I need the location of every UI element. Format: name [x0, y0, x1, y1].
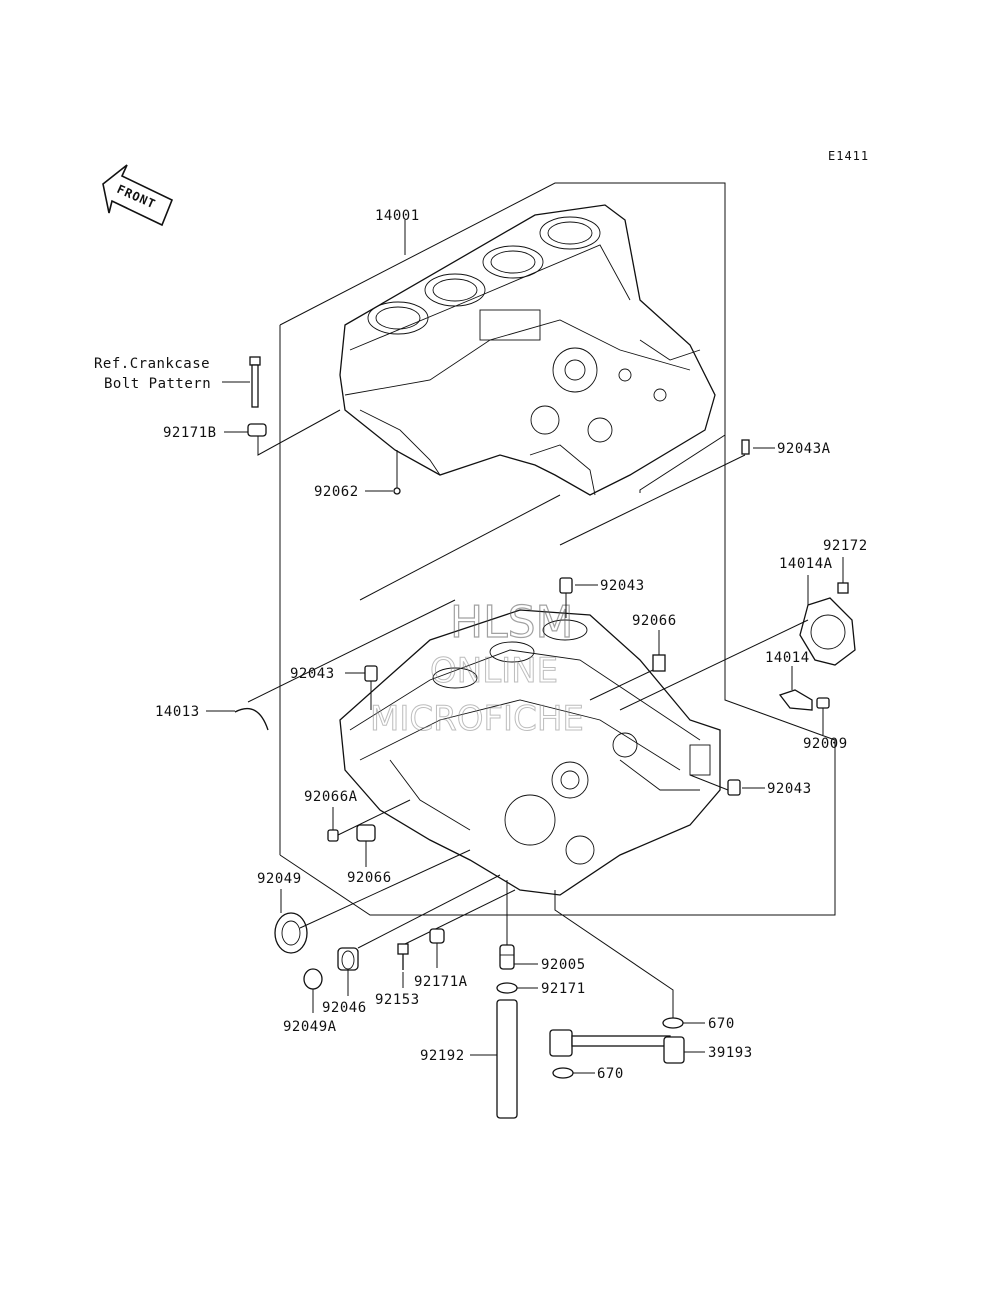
lead-92171B-case — [257, 409, 341, 456]
lead-670-top-case — [554, 890, 674, 1018]
part-14013-bearing — [234, 707, 269, 731]
crankcase-bolt — [249, 356, 261, 408]
diagram-code: E1411 — [828, 149, 869, 163]
part-92005-fitting — [499, 944, 515, 970]
label-39193: 39193 — [708, 1045, 753, 1061]
lead-92066-top-case — [589, 669, 654, 701]
part-670-oring-top — [662, 1017, 684, 1029]
part-92009-screw — [816, 697, 830, 709]
part-92171-clamp — [496, 982, 518, 994]
part-92066A-plug — [327, 829, 339, 842]
ref-note-line1: Ref.Crankcase — [94, 356, 210, 372]
part-92066-bottom-plug — [356, 824, 376, 842]
watermark-line3: MICROFICHE — [370, 699, 584, 739]
lead-92046-case — [357, 874, 501, 949]
part-39193-pipe — [549, 1029, 685, 1064]
label-670-bottom: 670 — [597, 1066, 624, 1082]
upper-crankcase — [339, 204, 716, 496]
label-92172: 92172 — [823, 538, 868, 554]
label-92043-left: 92043 — [290, 666, 335, 682]
front-arrow-icon: FRONT — [102, 164, 174, 227]
watermark-line1: HLSM — [450, 597, 574, 648]
label-92049A: 92049A — [283, 1019, 337, 1035]
label-14001: 14001 — [375, 208, 420, 224]
part-92049-oil-seal — [274, 912, 308, 954]
part-670-oring-bottom — [552, 1067, 574, 1079]
label-92192: 92192 — [420, 1048, 465, 1064]
part-14014A-cover — [799, 597, 856, 666]
lead-14014A-case — [619, 619, 809, 711]
part-92192-hose — [496, 999, 518, 1119]
lower-case-bracket — [279, 435, 836, 916]
label-92049: 92049 — [257, 871, 302, 887]
label-670-top: 670 — [708, 1016, 735, 1032]
label-92066-bottom: 92066 — [347, 870, 392, 886]
watermark-line2: ONLINE — [430, 651, 558, 691]
lead-92153-case — [404, 889, 516, 945]
lead-92049-case — [299, 849, 471, 929]
label-92062: 92062 — [314, 484, 359, 500]
label-92043A: 92043A — [777, 441, 831, 457]
part-92043A-dowel — [741, 439, 750, 455]
part-92172-bolt — [837, 582, 849, 594]
label-92043-right: 92043 — [767, 781, 812, 797]
lead-14013-case — [247, 599, 456, 703]
lower-crankcase — [339, 609, 721, 896]
part-92171A-clamp — [429, 928, 445, 944]
part-14014-plate — [778, 689, 813, 711]
label-92043-top: 92043 — [600, 578, 645, 594]
label-92005: 92005 — [541, 957, 586, 973]
ref-note-line2: Bolt Pattern — [104, 376, 211, 392]
part-92062-pin — [393, 487, 401, 495]
label-92171B: 92171B — [163, 425, 217, 441]
label-92009: 92009 — [803, 736, 848, 752]
connector-line-1 — [359, 494, 561, 601]
part-92043-left-dowel — [364, 665, 378, 682]
label-14014A: 14014A — [779, 556, 833, 572]
lead-92043-right-case — [689, 774, 729, 791]
part-92066-top — [652, 654, 666, 672]
part-92043-top-dowel — [559, 577, 573, 594]
label-14014: 14014 — [765, 650, 810, 666]
label-92171A: 92171A — [414, 974, 468, 990]
label-92171: 92171 — [541, 981, 586, 997]
part-92043-right-dowel — [727, 779, 741, 796]
upper-case-bracket — [279, 182, 726, 493]
part-92153-bolt — [397, 943, 409, 955]
label-92046: 92046 — [322, 1000, 367, 1016]
label-92066A: 92066A — [304, 789, 358, 805]
label-92066-top: 92066 — [632, 613, 677, 629]
label-14013: 14013 — [155, 704, 200, 720]
part-92171B-clamp — [247, 423, 267, 437]
lead-92066A-case — [337, 799, 411, 836]
part-92046-bearing — [337, 947, 359, 971]
label-92153: 92153 — [375, 992, 420, 1008]
part-92049A-seal — [303, 968, 323, 990]
lead-92043A-case — [559, 454, 746, 546]
watermark: HLSM ONLINE MICROFICHE — [370, 596, 585, 739]
